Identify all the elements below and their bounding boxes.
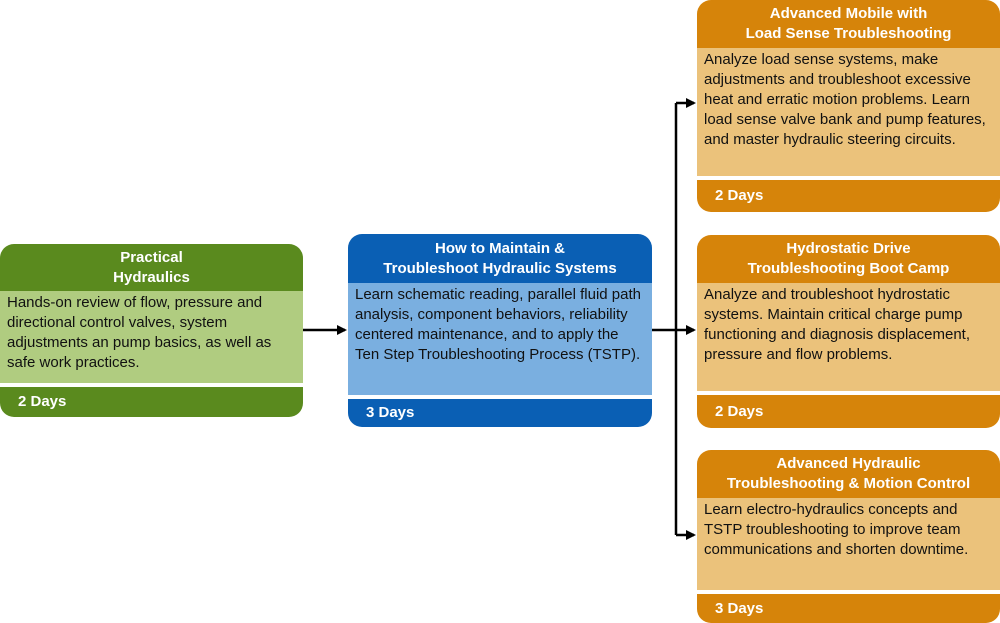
course-duration: 3 Days [697,594,1000,623]
course-card-load-sense: Advanced Mobile with Load Sense Troubles… [697,0,1000,212]
course-duration: 3 Days [348,399,652,427]
course-duration: 2 Days [697,395,1000,428]
course-title: Advanced Mobile with Load Sense Troubles… [697,0,1000,48]
course-title: Advanced Hydraulic Troubleshooting & Mot… [697,450,1000,498]
course-title: Practical Hydraulics [0,244,303,291]
course-card-practical-hydraulics: Practical Hydraulics Hands-on review of … [0,244,303,417]
course-title: Hydrostatic Drive Troubleshooting Boot C… [697,235,1000,283]
course-description: Hands-on review of flow, pressure and di… [0,291,303,383]
course-card-motion-control: Advanced Hydraulic Troubleshooting & Mot… [697,450,1000,623]
course-description: Analyze and troubleshoot hydrostatic sys… [697,283,1000,391]
course-card-maintain-troubleshoot: How to Maintain & Troubleshoot Hydraulic… [348,234,652,427]
course-description: Analyze load sense systems, make adjustm… [697,48,1000,176]
course-description: Learn electro-hydraulics concepts and TS… [697,498,1000,590]
course-description: Learn schematic reading, parallel fluid … [348,283,652,395]
course-duration: 2 Days [697,180,1000,212]
course-duration: 2 Days [0,387,303,417]
course-card-hydrostatic-drive: Hydrostatic Drive Troubleshooting Boot C… [697,235,1000,428]
course-title: How to Maintain & Troubleshoot Hydraulic… [348,234,652,283]
